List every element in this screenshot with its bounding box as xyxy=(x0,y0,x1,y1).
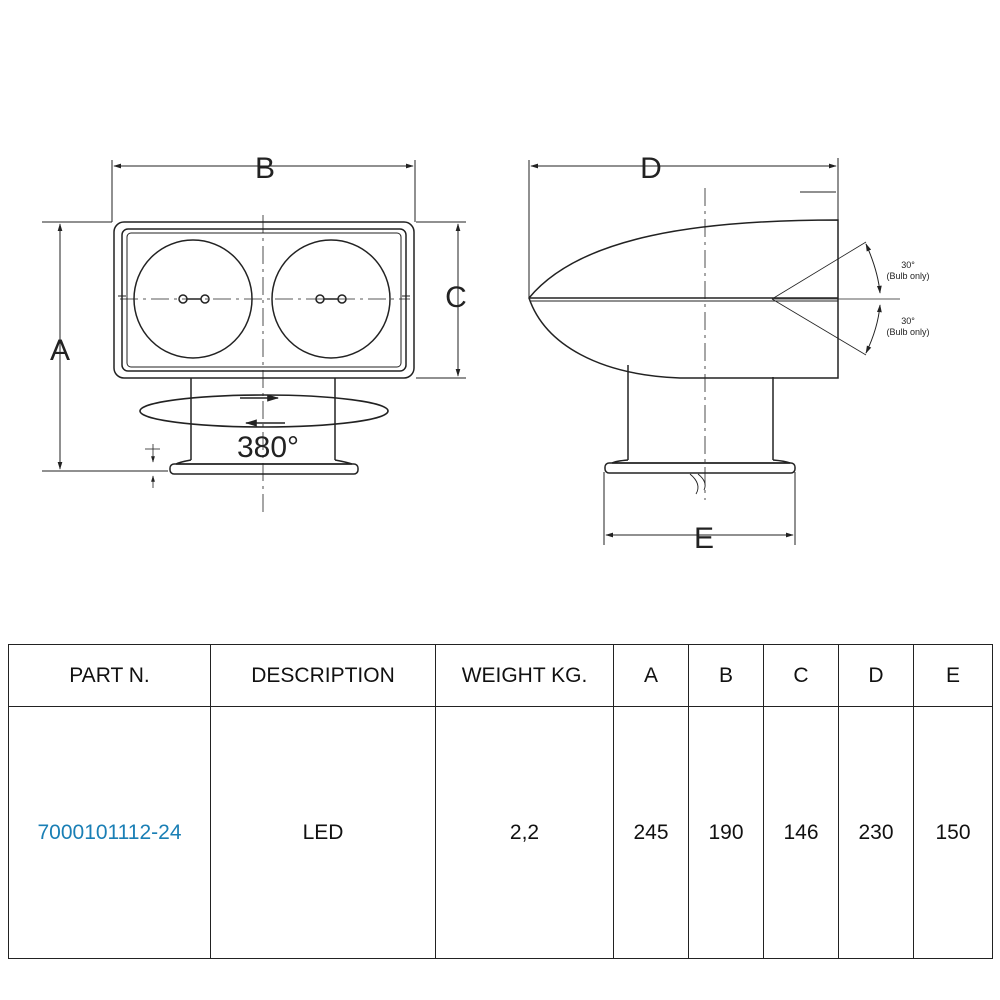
cell-d: 230 xyxy=(838,706,914,959)
table-row: 7000101112-24 LED 2,2 245 190 146 230 15… xyxy=(8,706,993,959)
cell-a: 245 xyxy=(613,706,689,959)
cell-c: 146 xyxy=(763,706,839,959)
header-c: C xyxy=(763,644,839,707)
tilt-down-angle: 30° xyxy=(901,316,915,326)
tilt-up-angle: 30° xyxy=(901,260,915,270)
tilt-down-note: (Bulb only) xyxy=(886,327,929,337)
dim-label-a: A xyxy=(50,334,70,367)
cell-part-number[interactable]: 7000101112-24 xyxy=(8,706,211,959)
lamp-body xyxy=(528,219,839,379)
table-header-row: PART N. DESCRIPTION WEIGHT KG. A B C D E xyxy=(8,644,993,707)
dim-label-c: C xyxy=(445,281,467,314)
dim-label-d: D xyxy=(640,152,662,185)
technical-drawing: B A C 380° D E 30° (Bulb only) 3 xyxy=(42,152,930,555)
rotation-arrow xyxy=(139,394,389,428)
header-description: DESCRIPTION xyxy=(210,644,436,707)
cell-b: 190 xyxy=(688,706,764,959)
header-part-number: PART N. xyxy=(8,644,211,707)
cell-weight: 2,2 xyxy=(435,706,614,959)
header-b: B xyxy=(688,644,764,707)
rotation-label: 380° xyxy=(237,431,299,464)
front-base xyxy=(169,463,359,475)
header-weight: WEIGHT KG. xyxy=(435,644,614,707)
header-e: E xyxy=(913,644,993,707)
dim-label-b: B xyxy=(255,152,275,185)
dim-label-e: E xyxy=(694,522,714,555)
front-view xyxy=(42,160,466,515)
lamp-housing xyxy=(113,221,415,379)
header-a: A xyxy=(613,644,689,707)
cell-e: 150 xyxy=(913,706,993,959)
spec-table: PART N. DESCRIPTION WEIGHT KG. A B C D E… xyxy=(8,644,993,959)
side-base xyxy=(604,462,796,474)
side-view xyxy=(528,158,900,545)
lamp-right xyxy=(271,239,391,359)
header-d: D xyxy=(838,644,914,707)
cell-description: LED xyxy=(210,706,436,959)
tilt-up-note: (Bulb only) xyxy=(886,271,929,281)
